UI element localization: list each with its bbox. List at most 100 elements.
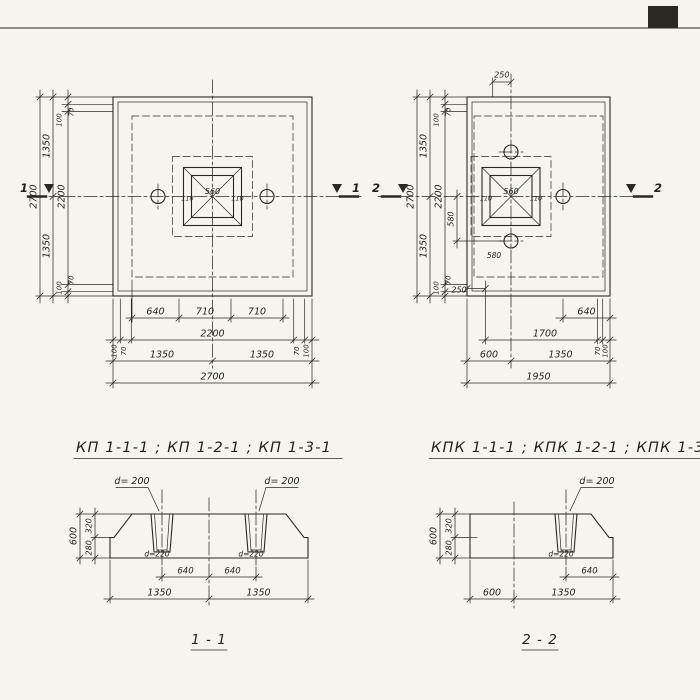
dim-1350: 1350 [551,588,575,599]
dim-edge-bot-b: 100 [433,281,441,295]
dim-overall-v: 2700 [29,184,40,208]
dim-640a: 640 [177,567,193,577]
dim-hole-offset-note: 580 [487,251,502,260]
section2-dim-texts: 320 280 600 640 600 1350 [429,518,598,598]
plan2-section-mark-left: 2 [372,181,408,198]
section1-view-label: 1 - 1 [191,632,227,648]
dim-half-top: 1350 [419,134,430,158]
section1-body-outline [109,513,309,559]
dim-edge-top-b: 70 [445,107,453,116]
dim-1350b-h: 1350 [250,350,274,361]
dim-2200-h: 2200 [200,329,224,340]
plan1-section-mark-left: 1 [20,181,54,198]
plan1-dim-texts: 2700 1350 1350 2200 100 70 70 100 640 71… [29,107,311,382]
sheet-frame [0,6,700,29]
section-arrow-icon [44,184,54,193]
dim-100-r: 100 [302,344,310,358]
plan2: 2 2 2700 1350 1350 2200 100 70 70 100 58… [372,71,662,389]
dim-640: 640 [146,307,164,318]
section2-dim-lines [439,507,621,600]
dim-upper: 320 [85,518,94,533]
plan2-extension-lines [412,77,611,389]
section1-dim-ticks [76,510,312,603]
dim-chamfer-right: 110 [231,195,243,203]
dim-640: 640 [577,307,595,318]
dim-70-r: 70 [594,346,602,355]
plan1: 1 1 2700 1350 1350 2200 100 70 70 100 64… [20,79,364,389]
dim-hole-offset: 580 [447,211,456,226]
leader-line [115,487,160,512]
leader-line [569,487,614,512]
section1-dim-texts: 320 280 600 640 640 1350 1350 [69,518,271,598]
dim-edge-bot-a: 70 [68,275,76,284]
section2-extension-lines [435,513,614,604]
dim-1350a: 1350 [147,588,171,599]
section2-view-label: 2 - 2 [522,632,558,648]
section-arrow-icon [398,184,408,193]
d200-label: d= 200 [264,476,299,487]
section2-axes [513,489,567,609]
dim-overall-v: 2700 [406,184,417,208]
leader-line [258,487,299,512]
dim-640b: 640 [224,567,240,577]
dim-1700: 1700 [533,329,557,340]
dim-lower: 280 [445,540,454,555]
dim-edge-top-a: 100 [56,113,64,127]
dim-pocket: 560 [503,187,518,196]
dim-chamfer-right: 110 [530,195,542,203]
dim-600-h: 600 [480,350,498,361]
plan1-centerlines [61,79,364,369]
dim-top-offset: 250 [494,71,509,80]
plan2-section-label-left: 2 [372,181,380,195]
sheet-corner-mark [648,6,678,28]
dim-1350-h: 1350 [548,350,572,361]
section1-extension-lines [75,513,309,604]
plan2-section-label-right: 2 [654,181,662,195]
dim-upper: 320 [445,518,454,533]
dim-edge-bot-b: 100 [56,281,64,295]
plan1-section-mark-right: 1 [332,181,360,198]
dim-pocket: 560 [205,187,220,196]
plan2-dim-lines [416,81,617,384]
dim-70-l: 70 [120,346,128,355]
dim-half-top: 1350 [42,134,53,158]
section2-body-outline [469,513,614,559]
dim-inner-v: 2200 [434,184,445,208]
dim-overall-h: 2700 [200,372,224,383]
dim-edge-top-a: 100 [433,113,441,127]
dim-edge-bot-a: 70 [445,275,453,284]
dim-chamfer-left: 110 [181,195,193,203]
d200-label: d= 200 [114,476,149,487]
plan2-section-mark-right: 2 [626,181,662,198]
section2-d200: d= 200 [569,476,615,512]
plan1-section-label-right: 1 [352,181,360,195]
section-1-1: КП 1-1-1 ; КП 1-2-1 ; КП 1-3-1 d= 200 d=… [69,440,343,651]
d200-label: d= 200 [579,476,614,487]
dim-600: 600 [483,588,501,599]
dim-1350b: 1350 [246,588,270,599]
plan2-dim-ticks [413,78,614,387]
dim-710a: 710 [196,307,214,318]
d220-label: d=220 [548,550,574,559]
plan2-dim-texts: 2700 1350 1350 2200 100 70 70 100 580 58… [406,71,610,383]
dim-edge-top-b: 70 [68,107,76,116]
dim-1350a-h: 1350 [150,350,174,361]
section-2-2: КПК 1-1-1 ; КПК 1-2-1 ; КПК 1-3-1 d= 200… [429,440,700,651]
plan1-extension-lines [35,96,313,389]
dim-640: 640 [581,567,597,577]
section1-axes [161,489,257,609]
dim-bottom-offset: 250 [451,286,466,295]
section2-dim-ticks [436,510,617,603]
dim-height: 600 [69,527,80,545]
section1-dim-lines [79,507,315,600]
section-arrow-icon [626,184,636,193]
section2-title: КПК 1-1-1 ; КПК 1-2-1 ; КПК 1-3-1 [431,440,700,456]
section1-title: КП 1-1-1 ; КП 1-2-1 ; КП 1-3-1 [76,440,332,456]
dim-70-r: 70 [293,346,301,355]
dim-height: 600 [429,527,440,545]
d220-label-left: d=220 [144,550,170,559]
dim-half-bottom: 1350 [42,234,53,258]
dim-inner-v: 2200 [57,184,68,208]
